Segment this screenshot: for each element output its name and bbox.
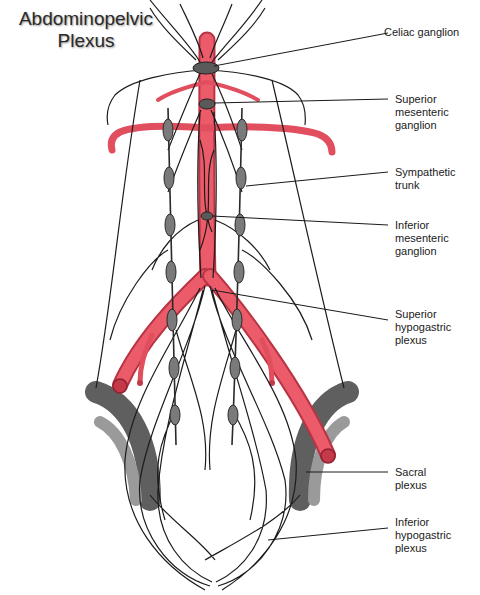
leader-line	[306, 472, 388, 473]
ganglion	[165, 214, 175, 236]
ganglion	[169, 357, 179, 379]
ganglion	[164, 167, 174, 189]
ganglion	[228, 405, 238, 425]
sacral-band	[100, 422, 136, 500]
ganglion	[230, 357, 240, 379]
inferior-mesenteric-ganglion	[201, 212, 213, 220]
diagram-title: Abdominopelvic Plexus	[6, 8, 166, 52]
leader-line	[246, 172, 388, 186]
leader-line	[212, 216, 388, 225]
common-iliac-artery	[210, 276, 328, 455]
leader-line	[214, 99, 388, 103]
part-label: Celiac ganglion	[384, 26, 474, 39]
leader-line	[214, 33, 388, 66]
leader-line	[268, 528, 388, 540]
leader-lines	[212, 33, 388, 540]
ganglion-chain	[163, 119, 247, 425]
internal-iliac-artery	[262, 340, 272, 382]
renal-artery	[207, 127, 332, 152]
ganglion	[166, 261, 176, 283]
ganglion	[163, 119, 173, 141]
artery-section	[321, 449, 335, 463]
aorta-outline	[207, 40, 208, 278]
superior-mesenteric-ganglion	[199, 99, 215, 109]
celiac-artery	[158, 82, 207, 100]
ganglion	[236, 167, 246, 189]
part-label: Sympathetic trunk	[395, 166, 470, 192]
celiac-ganglion	[193, 62, 219, 74]
sympathetic-trunk	[168, 108, 242, 445]
prevertebral-ganglion	[193, 62, 219, 220]
part-label: Sacral plexus	[395, 466, 450, 492]
iliac-outline	[210, 276, 328, 455]
ganglion	[234, 261, 244, 283]
ganglion	[170, 405, 180, 425]
part-label: Inferior mesenteric ganglion	[395, 219, 470, 258]
ganglion	[237, 119, 247, 141]
leader-line	[212, 290, 388, 320]
part-label: Inferior hypogastric plexus	[395, 516, 470, 555]
artery-section	[137, 380, 143, 386]
artery-section	[113, 379, 127, 393]
aorta	[207, 40, 208, 278]
ganglion	[167, 309, 177, 331]
ganglion	[232, 309, 242, 331]
sacral-band	[96, 392, 150, 500]
celiac-artery	[207, 82, 258, 100]
part-label: Superior mesenteric ganglion	[395, 93, 470, 132]
internal-iliac-artery	[140, 335, 152, 382]
part-label: Superior hypogastric plexus	[395, 308, 470, 347]
nerve-fibres	[96, 0, 344, 590]
